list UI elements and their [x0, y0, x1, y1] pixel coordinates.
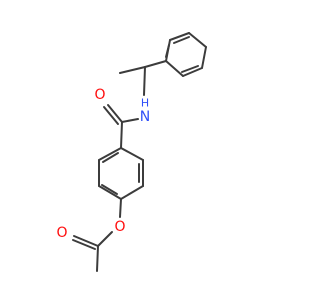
bond	[121, 118, 139, 123]
bond	[182, 67, 203, 77]
bond	[72, 239, 96, 250]
bond	[188, 32, 207, 48]
bond	[169, 32, 190, 41]
bond	[119, 198, 122, 218]
bond	[101, 184, 118, 195]
bond	[73, 235, 99, 247]
bond	[165, 60, 184, 77]
carbonyl-oxygen-label: O	[56, 225, 67, 241]
bond	[102, 152, 119, 163]
bond	[98, 185, 122, 200]
bond	[98, 147, 122, 161]
ester-oxygen-label: O	[114, 219, 125, 235]
bond	[120, 121, 123, 149]
molecule-drawing: O N H O O	[56, 32, 207, 272]
bond	[107, 104, 123, 123]
amide-oxygen-label: O	[94, 87, 105, 103]
bond-group	[72, 32, 207, 272]
bond	[173, 36, 190, 44]
bond	[119, 66, 146, 74]
structure-canvas: O N H O O	[56, 32, 207, 272]
amide-hydrogen-label: H	[141, 97, 149, 110]
bond	[96, 245, 99, 272]
bond	[97, 231, 113, 247]
bond	[165, 44, 170, 58]
bond	[120, 185, 144, 200]
bond	[144, 60, 167, 68]
bond	[103, 106, 119, 125]
bond	[143, 66, 146, 96]
bond	[120, 147, 144, 161]
amide-nitrogen-label: N	[140, 109, 150, 125]
atom-label-group: O N H O O	[56, 87, 150, 241]
bond	[201, 46, 207, 69]
bond	[181, 65, 199, 73]
